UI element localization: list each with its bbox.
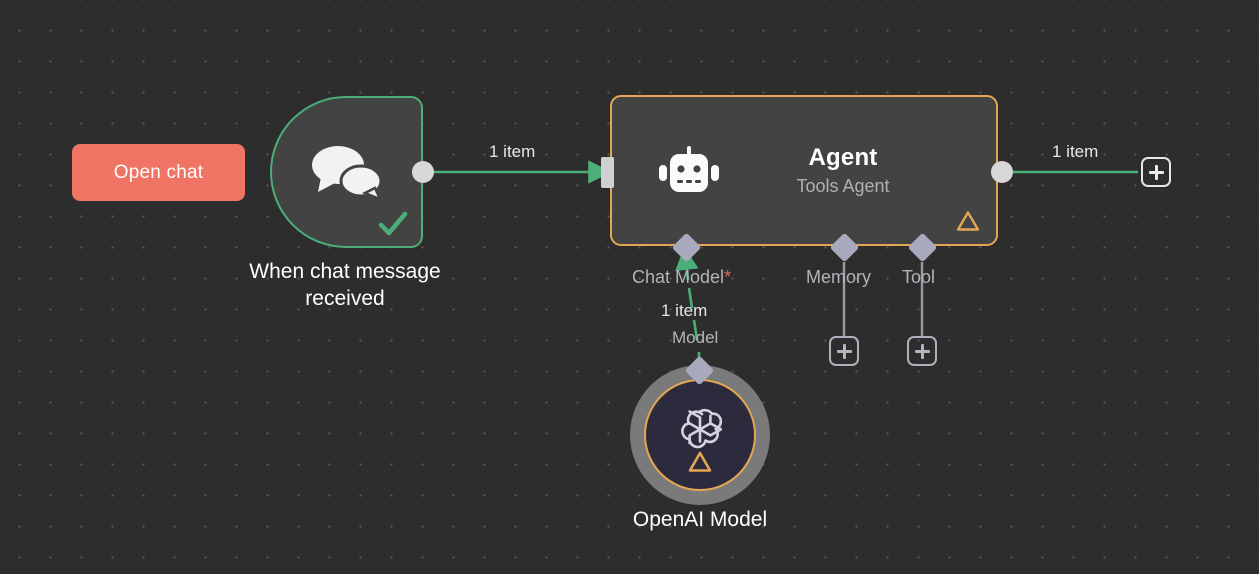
agent-input-port[interactable] xyxy=(601,157,614,188)
node-when-chat-message-received[interactable] xyxy=(270,96,423,248)
plus-icon xyxy=(914,343,930,359)
node-openai-model[interactable] xyxy=(630,365,770,505)
node-label-openai-model: OpenAI Model xyxy=(632,508,768,531)
plus-icon xyxy=(836,343,852,359)
required-marker: * xyxy=(724,267,732,287)
add-memory-button[interactable] xyxy=(829,336,859,366)
chat-bubbles-icon xyxy=(309,143,385,202)
node-label-trigger: When chat message received xyxy=(249,260,441,310)
connection-label-agent-to-output: 1 item xyxy=(1052,142,1099,161)
agent-port-label-memory: Memory xyxy=(806,267,872,287)
check-icon xyxy=(377,208,409,240)
robot-icon xyxy=(658,145,720,196)
openai-logo-icon xyxy=(672,402,728,458)
chat-model-text: Chat Model xyxy=(632,267,725,287)
add-node-after-agent-button[interactable] xyxy=(1141,157,1171,187)
openai-node-inner xyxy=(644,379,756,491)
agent-port-label-tool: Tool xyxy=(902,267,936,287)
add-tool-button[interactable] xyxy=(907,336,937,366)
warning-triangle-icon[interactable] xyxy=(956,210,980,232)
connection-label-openai-to-agent: 1 item xyxy=(661,301,708,320)
agent-output-port[interactable] xyxy=(991,161,1013,183)
openai-port-label: Model xyxy=(672,328,719,347)
agent-title: Agent xyxy=(808,143,878,171)
trigger-output-port[interactable] xyxy=(412,161,434,183)
warning-triangle-icon[interactable] xyxy=(687,450,713,473)
node-agent[interactable]: Agent Tools Agent xyxy=(610,95,998,246)
open-chat-button[interactable]: Open chat xyxy=(72,144,245,201)
connection-label-trigger-to-agent: 1 item xyxy=(489,142,536,161)
agent-port-label-chat-model: Chat Model* xyxy=(632,266,731,288)
plus-icon xyxy=(1148,164,1164,180)
agent-subtitle: Tools Agent xyxy=(796,175,890,196)
